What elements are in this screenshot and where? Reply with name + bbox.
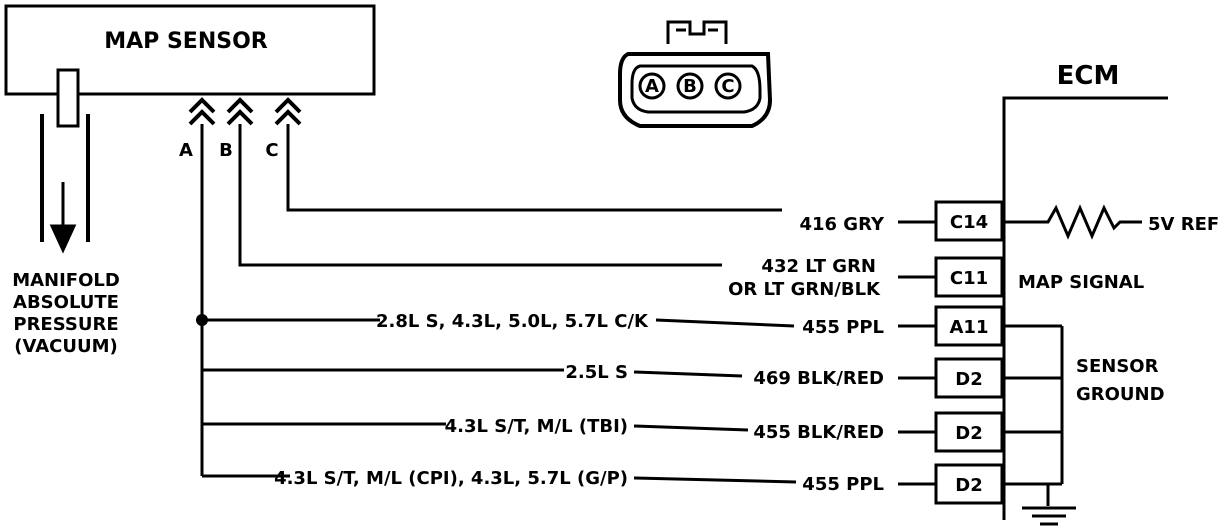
branch-d2a-mid <box>633 370 743 378</box>
pin-b-chevrons <box>226 97 254 126</box>
manifold-port <box>56 68 80 128</box>
wire-label-c14: 416 GRY <box>799 214 884 235</box>
sensor-ground-line2: GROUND <box>1076 384 1165 405</box>
terminal-box-c14 <box>934 200 1004 242</box>
map-sensor-title: MAP SENSOR <box>104 29 268 54</box>
terminal-box-c11 <box>934 256 1004 298</box>
map-signal-label: MAP SIGNAL <box>1018 272 1144 293</box>
wire-c11 <box>238 124 722 267</box>
manifold-label-line4: (VACUUM) <box>14 336 117 357</box>
engine-label-d2-2: 4.3L S/T, M/L (TBI) <box>445 416 628 437</box>
ecm-title: ECM <box>1057 61 1120 91</box>
terminal-c14: C14 <box>950 212 988 233</box>
connector-pin-c: C <box>721 76 734 97</box>
terminal-d2-1: D2 <box>955 369 982 390</box>
engine-label-d2-1: 2.5L S <box>565 362 628 383</box>
engine-label-d2-3: 4.3L S/T, M/L (CPI), 4.3L, 5.7L (G/P) <box>274 468 628 489</box>
pin-a-chevrons <box>188 97 216 126</box>
sensor-pin-b-label: B <box>219 140 233 161</box>
terminal-a11: A11 <box>950 317 989 338</box>
connector-pin-b: B <box>683 76 697 97</box>
terminal-c11: C11 <box>950 268 988 289</box>
sensor-pin-c-label: C <box>265 140 278 161</box>
wire-label-d2-2: 455 BLK/RED <box>753 422 884 443</box>
terminal-box-d2c <box>934 463 1004 505</box>
branch-d2c-mid <box>633 476 797 484</box>
wire-c14 <box>286 124 782 212</box>
wire-label-c11-line2: OR LT GRN/BLK <box>728 279 881 300</box>
manifold-label-line1: MANIFOLD <box>12 270 120 291</box>
branch-d2b-mid <box>633 424 749 432</box>
resistor <box>1004 204 1142 240</box>
connector-pin-a: A <box>645 76 659 97</box>
terminal-d2-2: D2 <box>955 423 982 444</box>
junction-dot <box>196 314 208 326</box>
sensor-ground-line1: SENSOR <box>1076 356 1159 377</box>
engine-label-a11: 2.8L S, 4.3L, 5.0L, 5.7L C/K <box>376 311 649 332</box>
pin-c-chevrons <box>274 97 302 126</box>
manifold-label-line3: PRESSURE <box>13 314 118 335</box>
connector-face <box>618 20 773 128</box>
vacuum-arrow-head <box>49 224 77 254</box>
ref-5v-label: 5V REF <box>1148 214 1219 235</box>
terminal-box-a11 <box>934 305 1004 347</box>
terminal-d2-3: D2 <box>955 475 982 496</box>
terminal-box-d2b <box>934 411 1004 453</box>
wire-label-d2-3: 455 PPL <box>802 474 884 495</box>
wire-label-d2-1: 469 BLK/RED <box>753 368 884 389</box>
branch-a11-mid <box>655 318 795 328</box>
wire-label-a11: 455 PPL <box>802 317 884 338</box>
wire-label-c11-line1: 432 LT GRN <box>761 256 876 277</box>
sensor-pin-a-label: A <box>179 140 193 161</box>
map-sensor-box <box>4 4 376 96</box>
manifold-label-line2: ABSOLUTE <box>13 292 119 313</box>
terminal-box-d2a <box>934 357 1004 399</box>
ecm-outline <box>1002 96 1168 520</box>
